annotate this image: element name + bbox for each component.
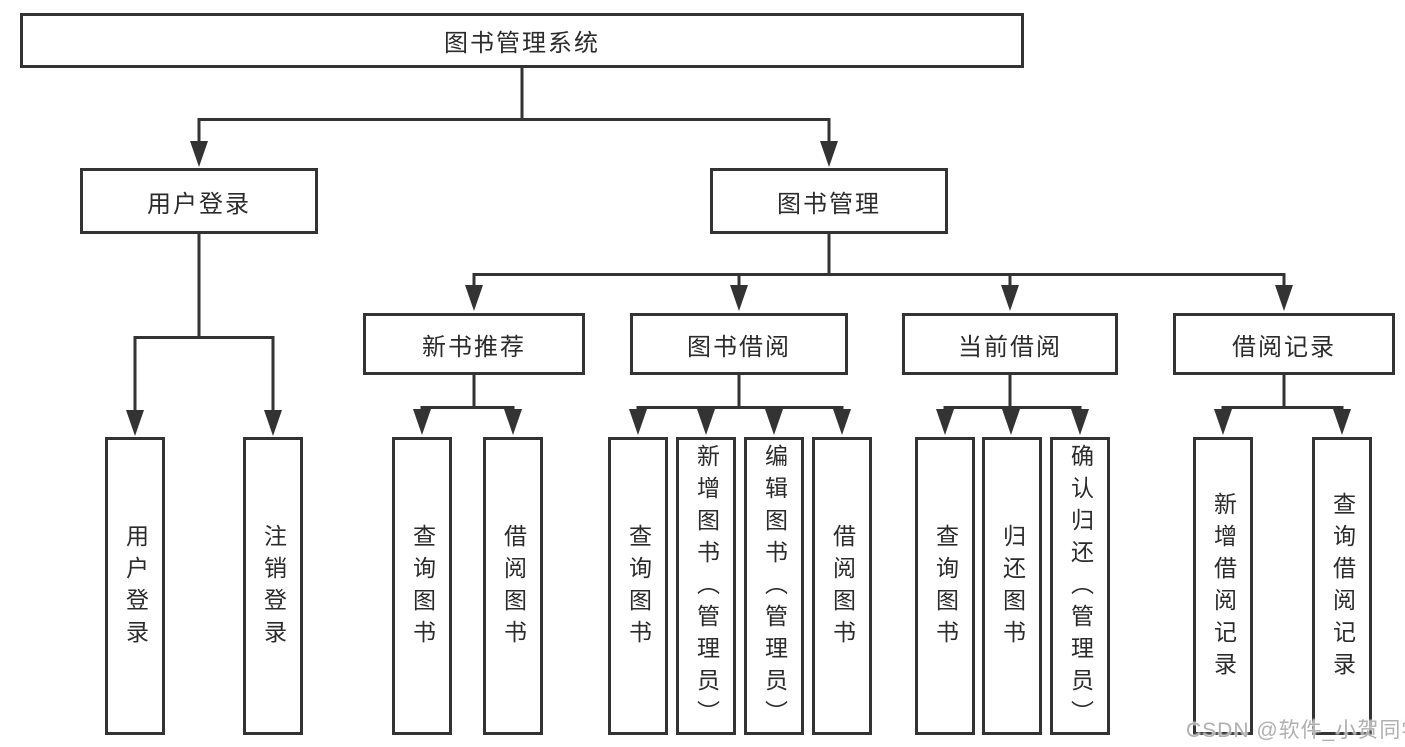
- node-leaf-query-books-1: 查询图书: [392, 437, 452, 735]
- arrow-down-icon: [629, 409, 647, 435]
- arrow-down-icon: [413, 409, 431, 435]
- arrow-down-icon: [833, 409, 851, 435]
- edge-book-borrow-to-leaves: [636, 375, 844, 412]
- node-leaf-add-books-admin: 新增图书（管理员）: [676, 437, 736, 735]
- arrow-down-icon: [730, 285, 748, 311]
- arrow-down-icon: [1333, 409, 1351, 435]
- arrow-down-icon: [504, 409, 522, 435]
- arrow-down-icon: [697, 409, 715, 435]
- node-leaf-borrow-books-1: 借阅图书: [483, 437, 543, 735]
- edge-user-login-to-leaves: [133, 234, 275, 412]
- node-leaf-query-books-2: 查询图书: [608, 437, 668, 735]
- csdn-watermark: CSDN @软件_小贺同学: [1186, 719, 1405, 742]
- arrow-down-icon: [1001, 285, 1019, 311]
- edge-borrow-record-to-leaves: [1221, 375, 1344, 412]
- node-book-mgmt: 图书管理: [710, 168, 948, 234]
- edge-new-book-to-leaves: [420, 375, 515, 412]
- edge-book-mgmt-to-level3: [472, 234, 1286, 288]
- node-leaf-query-borrow-record: 查询借阅记录: [1312, 437, 1372, 735]
- arrow-down-icon: [1002, 409, 1020, 435]
- arrow-down-icon: [465, 285, 483, 311]
- node-leaf-query-books-3: 查询图书: [915, 437, 975, 735]
- arrow-down-icon: [820, 141, 838, 167]
- node-leaf-borrow-books-2: 借阅图书: [812, 437, 872, 735]
- arrow-down-icon: [1275, 285, 1293, 311]
- node-root: 图书管理系统: [20, 13, 1024, 68]
- node-current-borrow: 当前借阅: [902, 313, 1118, 375]
- arrow-down-icon: [1214, 409, 1232, 435]
- node-leaf-return-books: 归还图书: [982, 437, 1042, 735]
- node-user-login: 用户登录: [80, 168, 318, 234]
- node-leaf-add-borrow-record: 新增借阅记录: [1193, 437, 1253, 735]
- node-book-borrow: 图书借阅: [630, 313, 848, 375]
- edge-current-borrow-to-leaves: [943, 375, 1082, 412]
- arrow-down-icon: [1071, 409, 1089, 435]
- arrow-down-icon: [190, 141, 208, 167]
- arrow-down-icon: [126, 410, 144, 436]
- arrowhead-icons: [126, 141, 1351, 436]
- node-leaf-confirm-return-admin: 确认归还（管理员）: [1050, 437, 1110, 735]
- arrow-down-icon: [765, 409, 783, 435]
- node-leaf-edit-books-admin: 编辑图书（管理员）: [744, 437, 804, 735]
- node-leaf-user-login: 用户登录: [105, 437, 165, 735]
- node-leaf-logout: 注销登录: [243, 437, 303, 735]
- node-borrow-record: 借阅记录: [1173, 313, 1395, 375]
- node-new-book-rec: 新书推荐: [363, 313, 585, 375]
- edge-root-to-level2: [197, 68, 831, 142]
- arrow-down-icon: [936, 409, 954, 435]
- arrow-down-icon: [264, 410, 282, 436]
